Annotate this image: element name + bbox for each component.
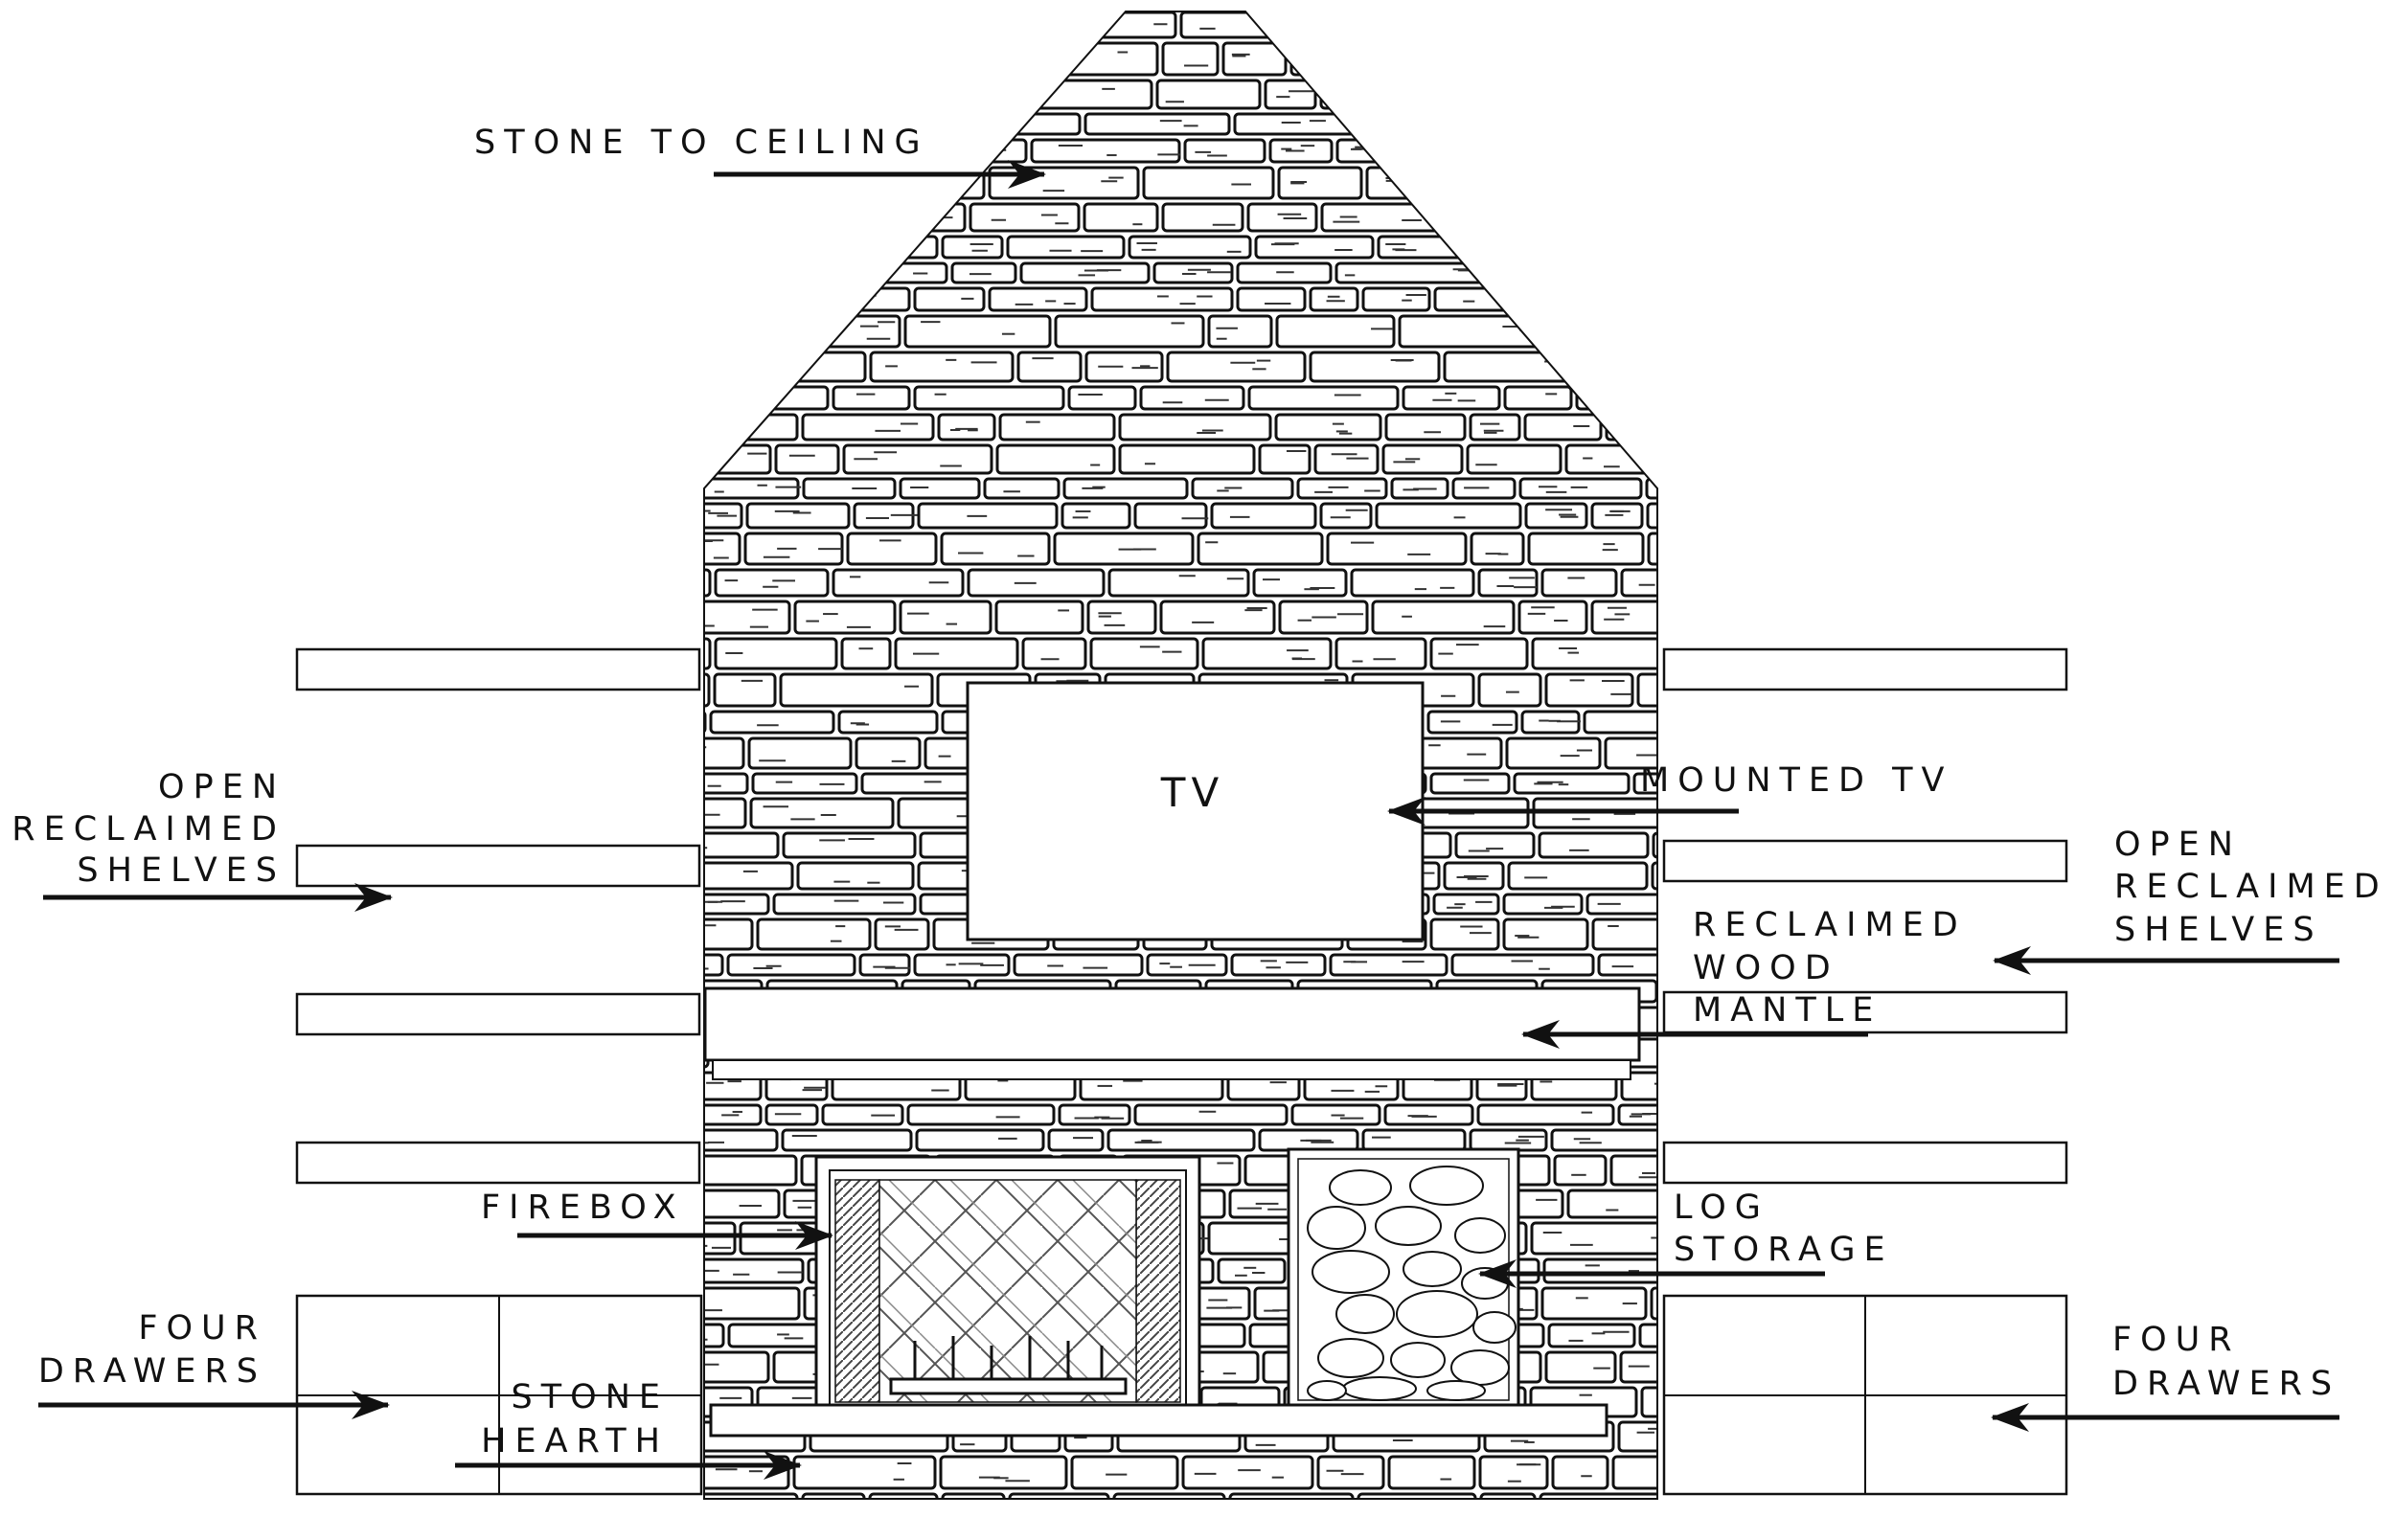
- shelf: [295, 992, 701, 1036]
- hearth: [709, 1403, 1608, 1438]
- label-stone-hearth-1: STONE: [512, 1378, 669, 1416]
- fire-grate: [889, 1336, 1128, 1395]
- label-log-storage-1: LOG: [1674, 1189, 1769, 1227]
- log-end: [1317, 1338, 1384, 1378]
- label-mounted-tv: MOUNTED TV: [1640, 761, 1952, 800]
- label-log-storage-2: STORAGE: [1674, 1231, 1894, 1269]
- log-end: [1450, 1349, 1510, 1386]
- log-end: [1375, 1206, 1442, 1246]
- log-end: [1335, 1294, 1395, 1334]
- drawers-right: [1662, 1294, 2068, 1496]
- callouts: STONE TO CEILING OPEN RECLAIMED SHELVES …: [11, 124, 2388, 1480]
- label-stone-to-ceiling: STONE TO CEILING: [474, 124, 929, 162]
- mantle: [703, 986, 1641, 1080]
- label-reclaimed-wood-mantle-3: MANTLE: [1693, 991, 1882, 1030]
- shelf: [1662, 1141, 2068, 1185]
- log-end: [1342, 1376, 1417, 1401]
- log-storage: [1287, 1147, 1520, 1410]
- label-reclaimed-wood-mantle-1: RECLAIMED: [1693, 906, 1967, 944]
- label-firebox: FIREBOX: [481, 1189, 685, 1227]
- log-end: [1307, 1380, 1347, 1401]
- log-end: [1403, 1251, 1462, 1287]
- label-open-reclaimed-shelves-right-3: SHELVES: [2114, 911, 2323, 949]
- label-open-reclaimed-shelves-left-2: RECLAIMED: [11, 810, 285, 849]
- label-open-reclaimed-shelves-right-2: RECLAIMED: [2114, 868, 2388, 906]
- shelf: [295, 844, 701, 888]
- shelves-left: [295, 647, 701, 1185]
- log-end: [1426, 1380, 1486, 1401]
- shelf: [295, 1141, 701, 1185]
- shelves-right: [1662, 647, 2068, 1185]
- label-four-drawers-right-2: DRAWERS: [2112, 1365, 2340, 1403]
- shelf: [1662, 647, 2068, 691]
- log-end: [1472, 1311, 1517, 1344]
- shelf: [295, 647, 701, 691]
- label-open-reclaimed-shelves-left-3: SHELVES: [77, 851, 285, 890]
- label-four-drawers-left-2: DRAWERS: [38, 1352, 266, 1391]
- label-reclaimed-wood-mantle-2: WOOD: [1693, 949, 1839, 987]
- firebox: [814, 1155, 1201, 1410]
- tv-screen: TV: [966, 681, 1425, 941]
- log-end: [1409, 1166, 1484, 1206]
- log-end: [1307, 1206, 1366, 1250]
- label-four-drawers-right-1: FOUR: [2112, 1321, 2241, 1359]
- log-end: [1390, 1342, 1446, 1378]
- log-end: [1454, 1217, 1506, 1254]
- log-end: [1396, 1290, 1478, 1338]
- log-end: [1312, 1250, 1390, 1294]
- tv-label: TV: [1160, 769, 1224, 816]
- label-open-reclaimed-shelves-right-1: OPEN: [2114, 826, 2242, 864]
- log-end: [1329, 1169, 1392, 1206]
- label-open-reclaimed-shelves-left-1: OPEN: [158, 768, 285, 806]
- label-stone-hearth-2: HEARTH: [481, 1422, 669, 1461]
- label-four-drawers-left-1: FOUR: [138, 1309, 266, 1348]
- shelf: [1662, 839, 2068, 883]
